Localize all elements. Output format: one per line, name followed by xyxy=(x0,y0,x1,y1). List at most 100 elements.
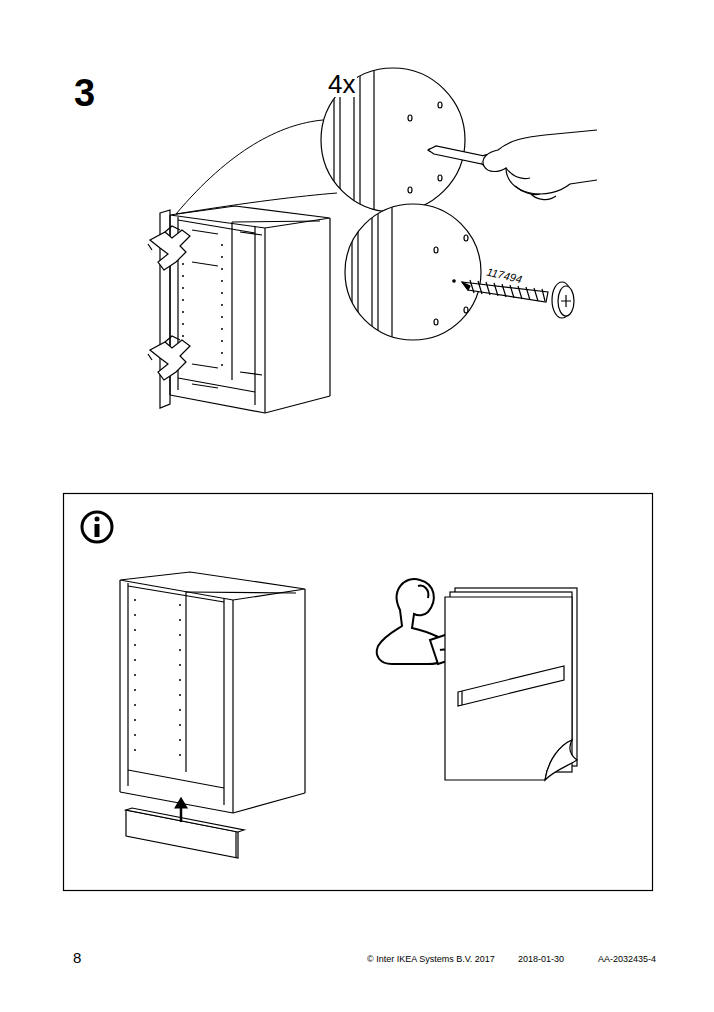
info-box xyxy=(64,494,653,891)
cabinet-with-plinth-part xyxy=(235,832,236,858)
magnifier-screw-part-part xyxy=(464,235,468,241)
cabinet-with-plinth-part-part xyxy=(134,719,136,721)
magnifier-screw-part xyxy=(470,280,545,301)
cabinet-with-plinth-part xyxy=(223,598,224,805)
cabinet-with-clamps-part-part xyxy=(221,340,223,342)
cabinet-with-clamps-part xyxy=(264,228,265,413)
quantity-label: 4x xyxy=(326,71,357,97)
magnifier-screw-part-part xyxy=(434,319,438,325)
cabinet-with-plinth-part xyxy=(134,599,181,756)
magnifier-drilling-part xyxy=(506,168,556,200)
magnifier-screw-part-part xyxy=(351,200,352,345)
manual-booklet-part xyxy=(445,597,572,780)
cabinet-with-plinth-part-part xyxy=(179,709,181,711)
magnifier-drilling-part xyxy=(428,146,484,164)
cabinet-with-plinth-part xyxy=(127,583,128,786)
cabinet-with-plinth-part xyxy=(119,580,120,792)
cabinet-with-plinth-part-part xyxy=(134,659,136,661)
magnifier-screw-part-part xyxy=(391,200,392,345)
cabinet-with-clamps-part-part xyxy=(182,335,184,337)
cabinet-with-clamps-part-part xyxy=(182,299,184,301)
info-box-part xyxy=(95,524,100,537)
cabinet-with-clamps-part xyxy=(329,218,330,396)
cabinet-with-clamps-part xyxy=(192,364,218,368)
cabinet-with-clamps-part-part xyxy=(182,323,184,325)
cabinet-with-clamps-part-part xyxy=(182,263,184,265)
cabinet-with-plinth-part-part xyxy=(134,749,136,751)
cabinet-with-clamps-part xyxy=(232,221,320,222)
cabinet-with-plinth-part-part xyxy=(179,754,181,756)
cabinet-with-clamps-part xyxy=(231,222,232,380)
magnifier-leader xyxy=(176,120,337,214)
cabinet-with-clamps-part xyxy=(265,396,330,413)
cabinet-with-plinth-part-part xyxy=(134,614,136,616)
magnifier-drilling-part-part xyxy=(438,175,442,181)
magnifier-screw-part xyxy=(558,286,574,316)
magnifier-screw-part xyxy=(345,204,481,340)
cabinet-with-plinth-part-part xyxy=(179,679,181,681)
cabinet-with-plinth-part xyxy=(175,798,187,808)
date-stamp: 2018-01-30 xyxy=(516,955,566,964)
cabinet-with-clamps-part xyxy=(192,230,218,234)
cabinet-with-plinth-part-part xyxy=(134,629,136,631)
cabinet-with-clamps-part-part xyxy=(221,292,223,294)
cabinet-with-clamps-part-part xyxy=(221,304,223,306)
magnifier-screw-part-part xyxy=(371,200,372,345)
magnifier-screw-part-part xyxy=(464,307,468,313)
magnifier-drilling xyxy=(321,60,597,220)
magnifier-screw-part xyxy=(462,282,470,290)
cabinet-with-clamps-part xyxy=(150,340,190,380)
cabinet-with-plinth-part xyxy=(304,589,305,793)
cabinet-with-plinth-part-part xyxy=(179,649,181,651)
copyright-note: © Inter IKEA Systems B.V. 2017 xyxy=(365,955,497,964)
cabinet-with-clamps-part xyxy=(150,230,190,270)
cabinet-with-plinth-part-part xyxy=(179,664,181,666)
magnifier-screw-part xyxy=(561,295,571,307)
magnifier-drilling-part xyxy=(483,130,597,194)
reading-man-icon-part xyxy=(377,579,456,664)
magnifier-screw-part xyxy=(352,200,468,345)
cabinet-with-clamps-part-part xyxy=(221,328,223,330)
cabinet-with-clamps-part xyxy=(178,378,255,392)
cabinet-with-plinth-part-part xyxy=(134,644,136,646)
cabinet-with-plinth xyxy=(120,572,305,858)
cabinet-with-plinth-part-part xyxy=(179,724,181,726)
cabinet-with-plinth-part-part xyxy=(179,694,181,696)
info-box-part xyxy=(64,494,653,891)
cabinet-with-plinth-part xyxy=(126,808,244,832)
manual-booklet-part xyxy=(545,740,577,780)
magnifier-drilling-part-part xyxy=(438,102,442,108)
magnifier-drilling-part xyxy=(321,68,465,212)
part-number: 117494 xyxy=(484,266,525,286)
step-number: 3 xyxy=(72,74,97,112)
cabinet-with-plinth-part-part xyxy=(179,634,181,636)
info-box-part xyxy=(95,517,100,522)
page-number: 8 xyxy=(71,950,83,965)
magnifier-screw-part-part xyxy=(357,200,358,345)
manual-booklet-part xyxy=(461,691,462,705)
cabinet-with-clamps-part xyxy=(148,226,180,250)
cabinet-with-clamps-part xyxy=(192,262,218,266)
cabinet-with-clamps-part-part xyxy=(221,244,223,246)
cabinet-with-clamps xyxy=(148,206,330,413)
cabinet-with-plinth-part-part xyxy=(134,704,136,706)
cabinet-with-plinth-part-part xyxy=(134,599,136,601)
cabinet-with-plinth-part xyxy=(186,592,296,593)
cabinet-with-clamps-part-part xyxy=(221,280,223,282)
cabinet-with-clamps-part-part xyxy=(182,287,184,289)
magnifier-leader-part xyxy=(176,120,323,214)
cabinet-with-plinth-part xyxy=(128,770,224,788)
document-code: AA-2032435-4 xyxy=(596,955,658,964)
cabinet-with-plinth-part-part xyxy=(179,739,181,741)
reading-man-icon-part xyxy=(418,586,428,598)
cabinet-with-clamps-part-part xyxy=(182,275,184,277)
cabinet-with-plinth-part xyxy=(128,586,224,602)
cabinet-with-plinth-part-part xyxy=(134,674,136,676)
magnifier-screw-part-part xyxy=(453,280,455,282)
cabinet-with-clamps-part-part xyxy=(182,311,184,313)
cabinet-with-plinth-part xyxy=(185,592,186,772)
cabinet-with-plinth-part-part xyxy=(179,619,181,621)
magnifier-drilling-part-part xyxy=(373,60,374,220)
cabinet-with-clamps-part-part xyxy=(221,364,223,366)
